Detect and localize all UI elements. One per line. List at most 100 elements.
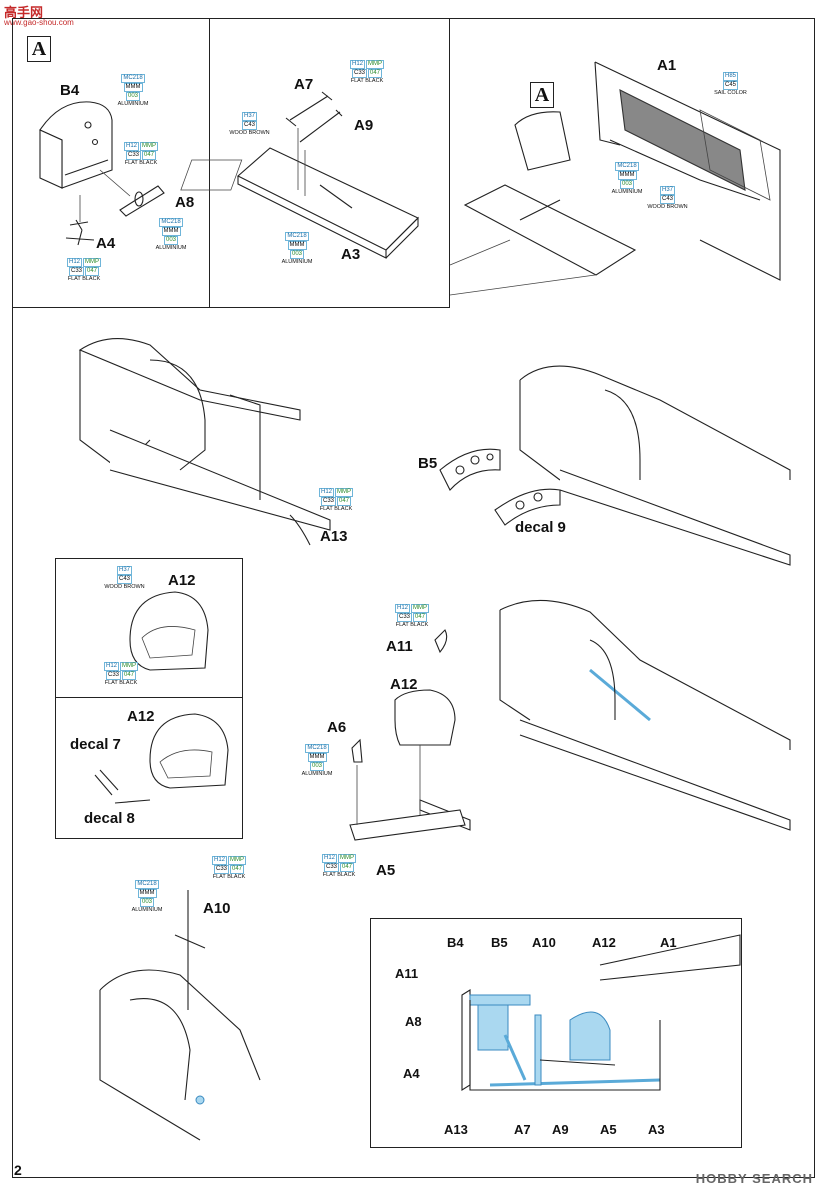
fuselage-view-a10 (99, 890, 261, 1141)
label-a10: A10 (203, 900, 231, 917)
paint-code: MMP (338, 854, 356, 863)
paint-code: C33 (68, 267, 84, 276)
paint-a12-wood-brown: H37 C43 WOOD BROWN (97, 566, 152, 591)
paint-code: C33 (396, 613, 412, 622)
paint-code: 003 (163, 236, 178, 245)
paint-code: H12 (66, 258, 82, 267)
paint-name: SAIL COLOR (714, 90, 747, 96)
paint-a1-sail-color: H85 C45 SAIL COLOR (703, 72, 758, 97)
paint-name: FLAT BLACK (350, 78, 384, 84)
label-a4: A4 (96, 235, 116, 252)
a7-a9-parts (285, 91, 343, 196)
paint-name: FLAT BLACK (322, 872, 356, 878)
label-a12-inset-2: A12 (127, 708, 155, 725)
legend-a10: A10 (532, 935, 556, 950)
brand-logo: HOBBY SEARCH (695, 1171, 813, 1186)
a4-part (65, 219, 95, 246)
paint-b4-aluminium: MC218 MMM 003 ALUMINIUM (108, 74, 158, 108)
paint-code: H12 (123, 142, 139, 151)
paint-code: C43 (241, 121, 257, 130)
paint-code: C33 (213, 865, 229, 874)
paint-code: MMP (140, 142, 158, 151)
paint-code: H12 (321, 854, 337, 863)
legend-diagram (461, 934, 741, 1091)
paint-code: C33 (105, 671, 121, 680)
paint-a1-wood-brown: H37 C43 WOOD BROWN (640, 186, 695, 211)
a3-floor (180, 147, 419, 259)
paint-name: ALUMINIUM (117, 101, 149, 107)
a12-seat-detail-2 (94, 713, 229, 804)
fuselage-view-b5 (439, 365, 791, 566)
label-b5: B5 (418, 455, 438, 472)
paint-name: WOOD BROWN (647, 204, 688, 210)
paint-code: MC218 (305, 744, 329, 753)
label-b4: B4 (60, 82, 80, 99)
paint-name: FLAT BLACK (67, 276, 101, 282)
paint-code: MMP (335, 488, 353, 497)
paint-code: MMM (307, 753, 327, 762)
paint-code: MMM (137, 889, 157, 898)
paint-code: 003 (289, 250, 304, 259)
legend-b4: B4 (447, 935, 464, 950)
paint-code: 047 (413, 613, 428, 622)
paint-code: 047 (122, 671, 137, 680)
paint-code: C33 (323, 863, 339, 872)
paint-name: FLAT BLACK (104, 680, 138, 686)
paint-name: ALUMINIUM (611, 189, 643, 195)
label-a11: A11 (386, 638, 413, 655)
legend-a3: A3 (648, 1122, 665, 1137)
paint-a1-aluminium: MC218 MMM 003 ALUMINIUM (602, 162, 652, 196)
paint-code: C45 (722, 81, 738, 90)
page-number: 2 (14, 1162, 22, 1178)
legend-a5: A5 (600, 1122, 617, 1137)
paint-code: MMM (123, 83, 143, 92)
label-a6: A6 (327, 719, 347, 736)
label-decal-7: decal 7 (70, 736, 121, 753)
label-decal-8: decal 8 (84, 810, 135, 827)
legend-a9: A9 (552, 1122, 569, 1137)
paint-code: H12 (211, 856, 227, 865)
paint-code: MMP (228, 856, 246, 865)
paint-a6-aluminium: MC218 MMM 003 ALUMINIUM (292, 744, 342, 778)
label-a12-inset-1: A12 (168, 572, 196, 589)
paint-code: 003 (619, 180, 634, 189)
paint-code: MC218 (135, 880, 159, 889)
section-marker-a-detail: A (530, 82, 554, 108)
paint-code: H37 (659, 186, 675, 195)
paint-a3-aluminium: MC218 MMM 003 ALUMINIUM (272, 232, 322, 266)
paint-code: 047 (337, 497, 352, 506)
legend-a1: A1 (660, 935, 677, 950)
paint-code: MMM (617, 171, 637, 180)
a1-floor (463, 184, 637, 276)
paint-code: MMM (287, 241, 307, 250)
label-a5: A5 (376, 862, 396, 879)
paint-code: C43 (116, 575, 132, 584)
legend-a4: A4 (403, 1066, 420, 1081)
legend-panel (370, 918, 742, 1148)
label-decal-9: decal 9 (515, 519, 566, 536)
paint-a10-aluminium: MC218 MMM 003 ALUMINIUM (122, 880, 172, 914)
paint-name: WOOD BROWN (229, 130, 270, 136)
paint-code: 003 (309, 762, 324, 771)
section-marker-a-top-left: A (27, 36, 51, 62)
fuselage-view-seat (349, 599, 791, 841)
watermark-logo: 高手网 (4, 5, 44, 20)
watermark-url: www.gao-shou.com (4, 18, 74, 27)
label-a1: A1 (657, 57, 677, 74)
paint-code: C33 (125, 151, 141, 160)
paint-code: MMP (83, 258, 101, 267)
legend-b5: B5 (491, 935, 508, 950)
label-a3: A3 (341, 246, 361, 263)
paint-name: ALUMINIUM (281, 259, 313, 265)
paint-code: H12 (103, 662, 119, 671)
paint-code: 003 (125, 92, 140, 101)
a8-part (119, 185, 165, 217)
legend-a11: A11 (395, 966, 419, 981)
a1-fuselage (594, 61, 781, 281)
paint-code: MMP (120, 662, 138, 671)
paint-name: FLAT BLACK (319, 506, 353, 512)
